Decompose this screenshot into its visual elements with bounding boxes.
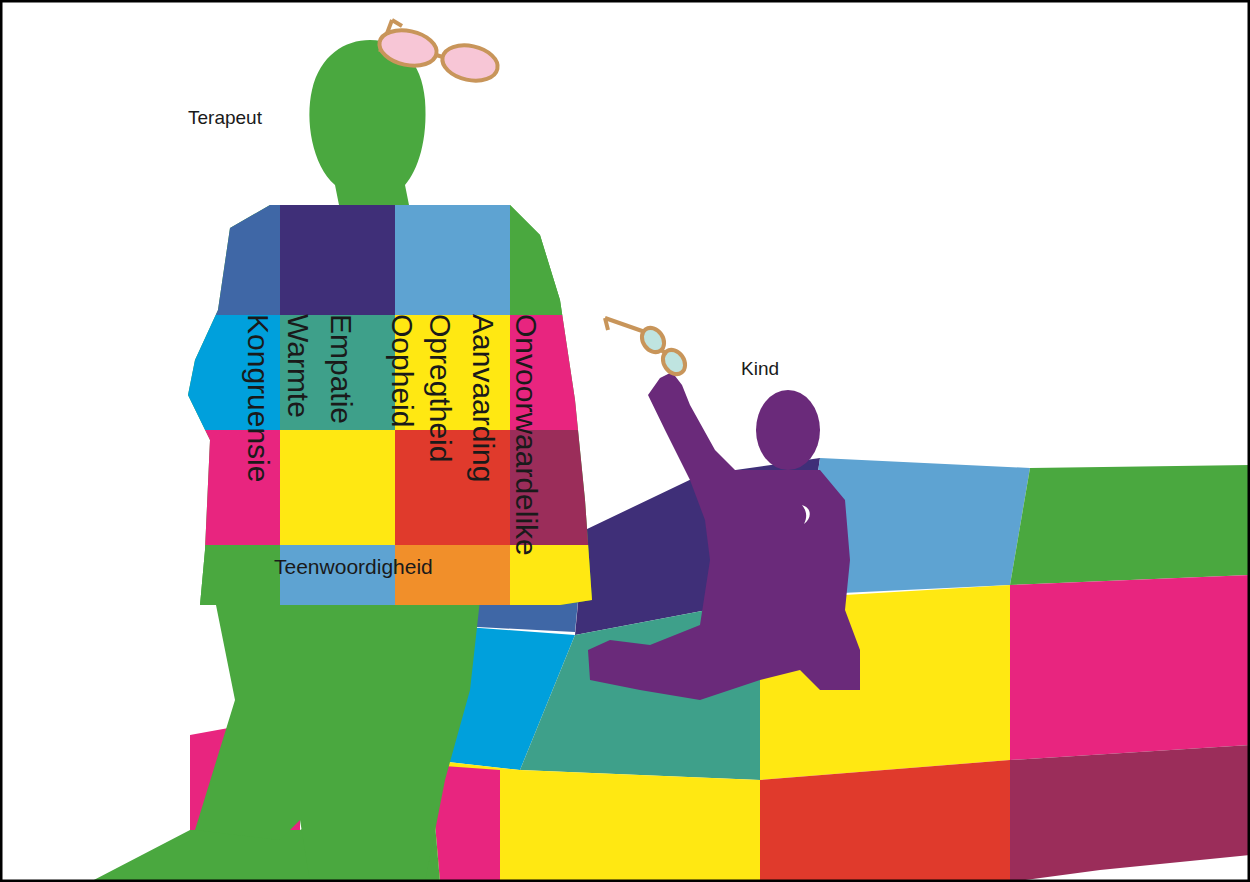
glasses-arm (392, 20, 402, 26)
coat-patch (150, 205, 280, 315)
quality-label: Oopheid (387, 314, 417, 427)
carpet-patch (760, 760, 1010, 882)
child-glasses (605, 318, 690, 378)
quality-label: Aanvaarding (468, 314, 498, 482)
glasses-lens (439, 41, 501, 86)
glasses-lens (658, 346, 689, 379)
coat-patch (280, 315, 395, 430)
carpet-patch (1010, 745, 1250, 882)
coat-patch (280, 205, 395, 315)
child-head (756, 390, 820, 470)
coat-patch (150, 545, 280, 610)
child-arm-gap (802, 505, 810, 524)
glasses-bridge (661, 350, 667, 354)
coat-patchwork (150, 205, 600, 610)
glasses-arm (605, 318, 608, 330)
carpet-patch (1010, 465, 1250, 585)
quality-label: Warmte (283, 314, 313, 418)
carpet-patch (1010, 575, 1250, 760)
quality-label: Teenwoordigheid (274, 556, 433, 577)
child-figure (588, 318, 860, 700)
glasses-lens (376, 25, 440, 70)
figure-label: Terapeut (188, 108, 262, 127)
therapist-legs (195, 600, 480, 882)
therapist-glasses (376, 20, 501, 85)
coat-patch (510, 205, 600, 315)
glasses-arm (605, 318, 645, 332)
therapist-figure (150, 20, 600, 882)
quality-label: Kongruensie (243, 314, 273, 482)
coat-patch (280, 545, 395, 610)
quality-label: Empatie (326, 314, 356, 424)
child-body (588, 372, 860, 700)
coat-patch (280, 430, 395, 545)
carpet-patch (430, 760, 760, 882)
figure-label: Kind (741, 359, 779, 378)
glasses-lens (637, 324, 668, 357)
coat-patch (395, 545, 510, 610)
quality-label: Onvoorwaardelike (511, 314, 541, 556)
quality-label: Opregtheid (425, 314, 455, 462)
coat-patch (395, 205, 510, 315)
glasses-bridge (436, 55, 443, 57)
